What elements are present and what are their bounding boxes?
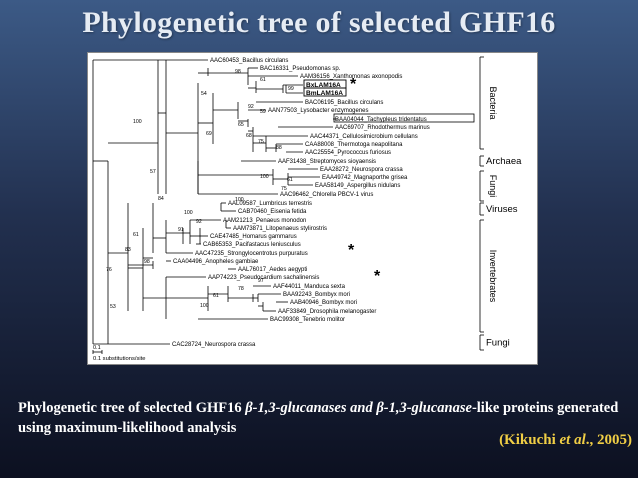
slide-title: Phylogenetic tree of selected GHF16 xyxy=(82,6,556,39)
leaf-label: AAM73871_Litopenaeus stylirostris xyxy=(233,226,327,232)
asterisk-marker: * xyxy=(350,76,357,93)
bootstrap-value: 68 xyxy=(246,133,252,139)
bootstrap-value: 100 xyxy=(235,197,244,203)
citation: (Kikuchi et al., 2005) xyxy=(499,432,632,449)
group-label: Bacteria xyxy=(488,86,498,119)
bootstrap-value: 57 xyxy=(150,169,156,175)
caption-italic: β-1,3-glucanases and β-1,3-glucanase xyxy=(245,400,472,416)
leaf-label: AAC44371_Cellulosimicrobium cellulans xyxy=(310,134,418,140)
leaf-label: AAF44011_Manduca sexta xyxy=(273,284,346,290)
bootstrap-value: 91 xyxy=(178,227,184,233)
highlight-box xyxy=(333,113,475,123)
bootstrap-value: 84 xyxy=(158,196,164,202)
leaf-label: CAA88008_Thermotoga neapolitana xyxy=(305,142,403,148)
leaf-label-boxed: BmLAM16A xyxy=(306,90,343,97)
leaf-label: AAF31438_Streptomyces sioyaensis xyxy=(278,159,376,165)
leaf-label: AAM36156_Xanthomonas axonopodis xyxy=(300,74,402,80)
citation-open: (Kikuchi xyxy=(499,432,560,448)
group-label: Fungi xyxy=(488,175,498,198)
citation-italic: et al xyxy=(559,432,586,448)
bootstrap-value: 61 xyxy=(213,293,219,299)
bootstrap-value: 75 xyxy=(281,186,287,192)
leaf-label: BAA04044_Tachypleus tridentatus xyxy=(335,117,427,123)
bootstrap-value: 100 xyxy=(133,119,142,125)
scale-bar-value: 0.1 xyxy=(93,345,101,351)
leaf-label: AAL09587_Lumbricus terrestris xyxy=(228,201,312,207)
bootstrap-value: 92 xyxy=(248,104,254,110)
leaf-label: AAC47235_Strongylocentrotus purpuratus xyxy=(195,251,308,257)
leaf-label: EAA58149_Aspergillus nidulans xyxy=(315,183,400,189)
leaf-label: AAF33849_Drosophila melanogaster xyxy=(278,309,376,315)
leaf-label: EAA49742_Magnaporthe grisea xyxy=(322,175,408,181)
group-label: Viruses xyxy=(486,204,518,215)
bootstrap-value: 100 xyxy=(184,210,193,216)
leaf-label: AAC25554_Pyrococcus furiosus xyxy=(305,150,391,156)
bootstrap-value: 97 xyxy=(258,278,264,284)
caption-text-1: Phylogenetic tree of selected GHF16 xyxy=(18,400,246,416)
bootstrap-value: 98 xyxy=(235,69,241,75)
bootstrap-value: 75 xyxy=(258,139,264,145)
bootstrap-value: 69 xyxy=(206,131,212,137)
caption-text-2: -like proteins generated using maximum-l… xyxy=(18,400,619,436)
bootstrap-value: 88 xyxy=(276,145,282,151)
group-label: Archaea xyxy=(486,156,522,167)
leaf-label: BAA92243_Bombyx mori xyxy=(283,292,350,298)
highlight-box xyxy=(303,87,347,97)
bootstrap-value: 98 xyxy=(144,259,150,265)
leaf-label-boxed: BxLAM16A xyxy=(306,82,341,89)
bootstrap-value: 99 xyxy=(288,86,294,92)
leaf-label: BAC99308_Tenebrio molitor xyxy=(270,317,345,323)
leaf-label: BAC16331_Pseudomonas sp. xyxy=(260,66,341,72)
bootstrap-value: 92 xyxy=(196,219,202,225)
asterisk-marker: * xyxy=(374,268,381,285)
bootstrap-value: 78 xyxy=(238,286,244,292)
bootstrap-value: 61 xyxy=(260,77,266,83)
group-label: Invertebrates xyxy=(488,250,498,303)
bootstrap-value: 54 xyxy=(201,91,207,97)
group-label: Fungi xyxy=(486,338,510,349)
leaf-label: AAM21213_Penaeus monodon xyxy=(223,218,306,224)
leaf-label: AAP74223_Pseudocardium sachalinensis xyxy=(208,275,319,281)
figure-caption: Phylogenetic tree of selected GHF16 β-1,… xyxy=(18,398,626,438)
bootstrap-value: 53 xyxy=(110,304,116,310)
leaf-label: CAE47485_Homarus gammarus xyxy=(210,234,297,240)
leaf-label: CAC28724_Neurospora crassa xyxy=(172,342,256,348)
leaf-label: AAC96462_Chlorella PBCV-1 virus xyxy=(280,192,373,198)
leaf-label: AAL76017_Aedes aegypti xyxy=(238,267,307,273)
leaf-label: AAB40946_Bombyx mori xyxy=(290,300,357,306)
bootstrap-value: 83 xyxy=(125,247,131,253)
bootstrap-value: 65 xyxy=(238,122,244,128)
leaf-label: CAB70460_Eisenia fetida xyxy=(238,209,307,215)
leaf-label: BAC06195_Bacillus circulans xyxy=(305,100,383,106)
asterisk-marker: * xyxy=(348,242,355,259)
bootstrap-value: 59 xyxy=(260,109,266,115)
bootstrap-value: 61 xyxy=(287,177,293,183)
leaf-label: AAN77503_Lysobacter enzymogenes xyxy=(268,108,369,114)
leaf-label: CAB65353_Pacifastacus leniusculus xyxy=(203,242,301,248)
leaf-label: EAA28272_Neurospora crassa xyxy=(320,167,403,173)
leaf-label: AAC60453_Bacillus circulans xyxy=(210,58,288,64)
bootstrap-value: 100 xyxy=(260,174,269,180)
leaf-label: AAC69707_Rhodothermus marinus xyxy=(335,125,430,131)
bootstrap-value: 61 xyxy=(133,232,139,238)
bootstrap-value: 76 xyxy=(106,267,112,273)
citation-close: ., 2005) xyxy=(585,432,632,448)
leaf-label: CAA04496_Anopheles gambiae xyxy=(173,259,259,265)
bootstrap-value: 100 xyxy=(200,303,209,309)
tree-svg: AAC60453_Bacillus circulansBAC16331_Pseu… xyxy=(92,56,522,362)
scale-bar-label: 0.1 substitutions/site xyxy=(93,356,146,362)
